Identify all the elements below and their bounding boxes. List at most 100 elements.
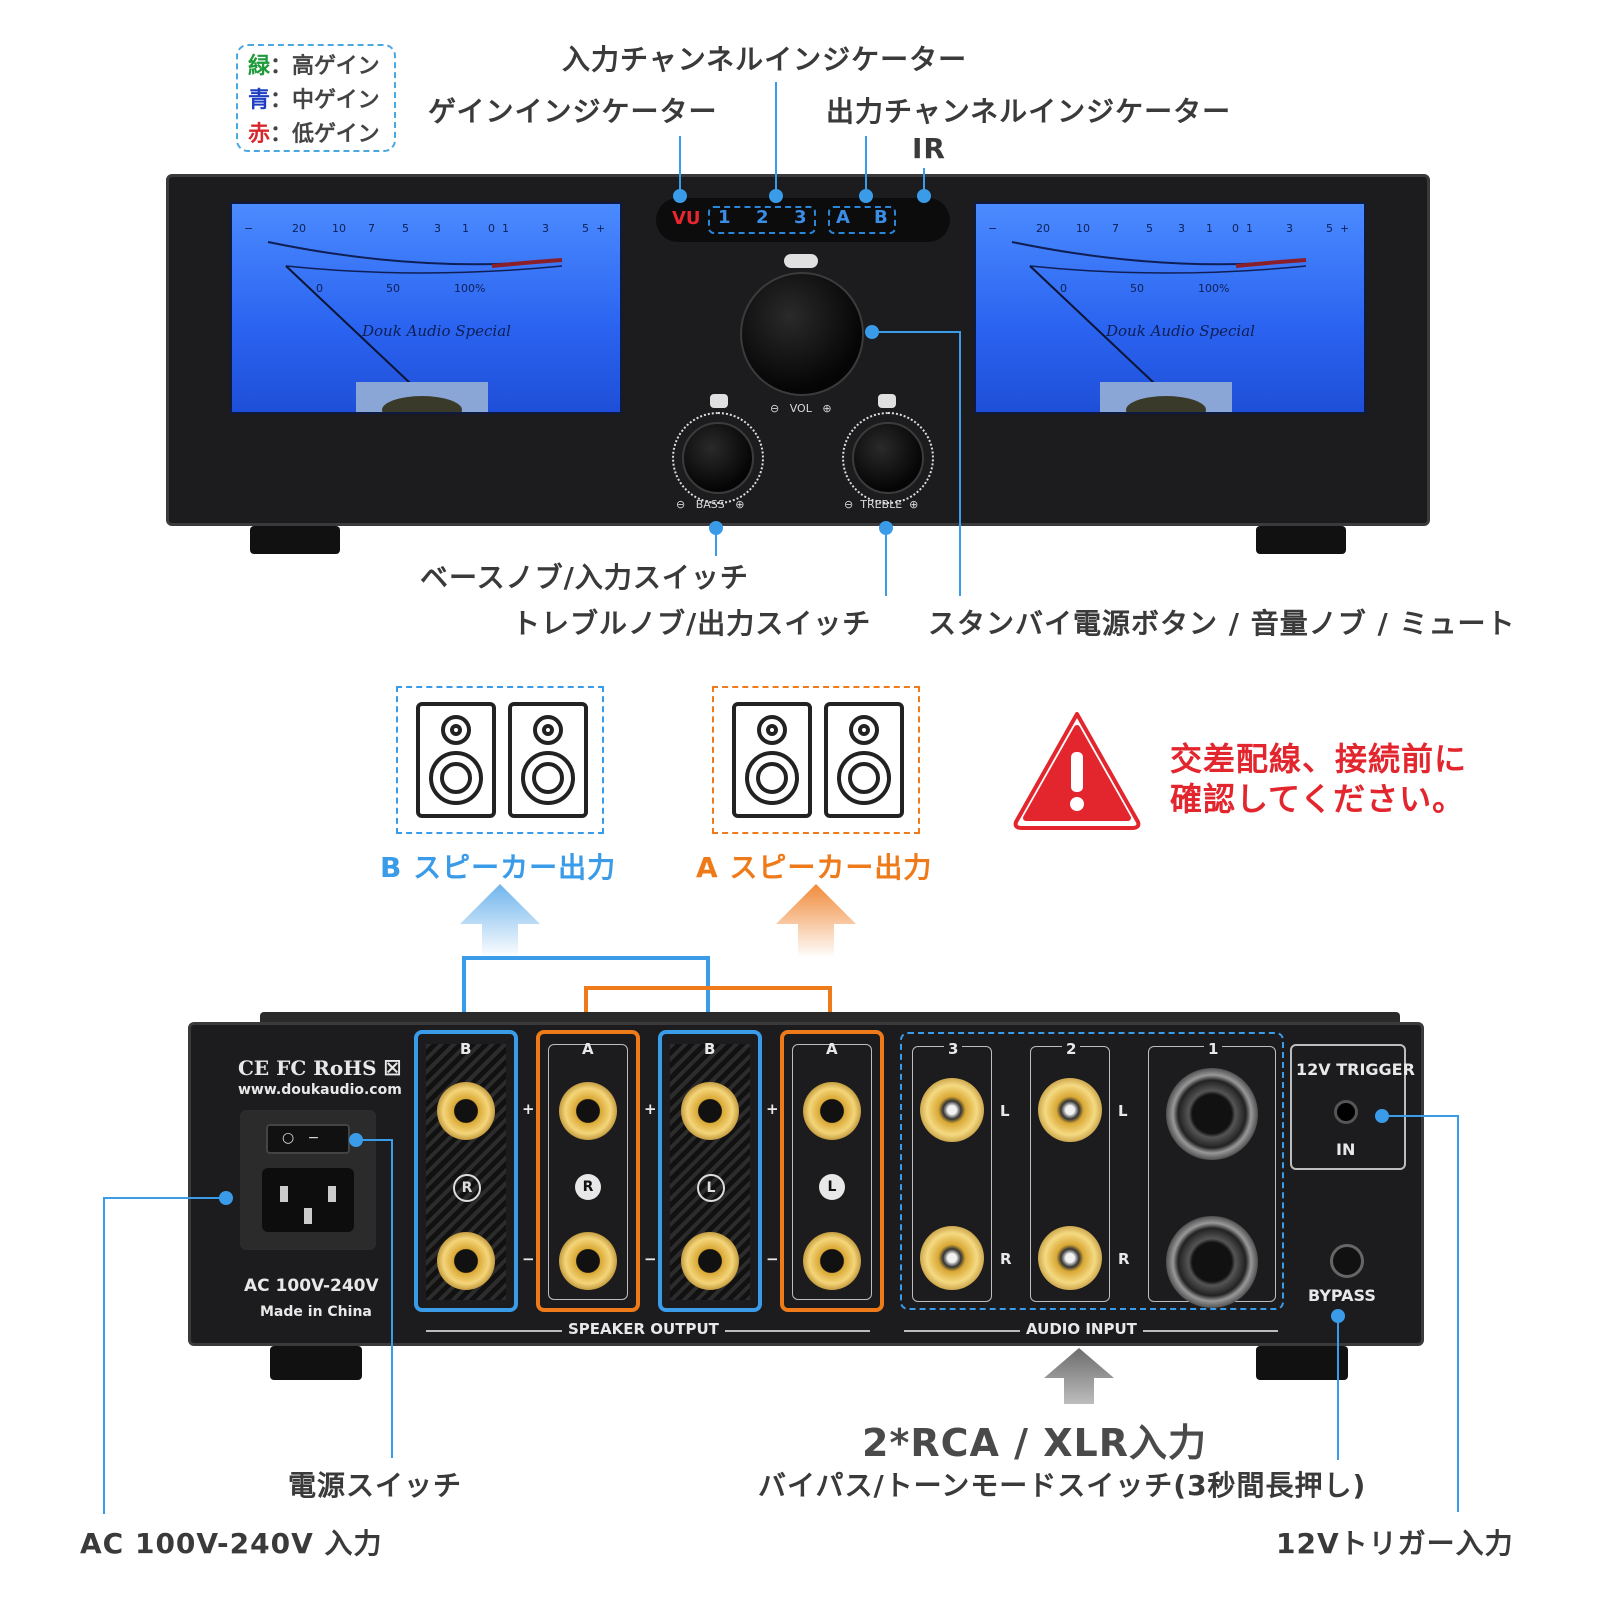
xlr-input-1-r[interactable] — [1166, 1216, 1258, 1308]
bypass-button[interactable] — [1330, 1244, 1364, 1278]
channel-mark-l-a: L — [819, 1174, 845, 1200]
terminal-a-l-frame — [780, 1030, 884, 1312]
callout-treble: トレブルノブ/出力スイッチ — [512, 607, 872, 640]
bass-knob[interactable] — [682, 422, 754, 494]
input-indicator-1: 1 — [718, 207, 731, 228]
iec-pin-right — [328, 1186, 336, 1202]
channel-mark-r-a: R — [575, 1174, 601, 1200]
warning-icon — [1013, 712, 1141, 830]
callout-bass: ベースノブ/入力スイッチ — [420, 561, 749, 594]
rca-input-3-r[interactable] — [920, 1226, 984, 1290]
vu-indicator: VU — [672, 208, 701, 229]
callout-trigger: 12Vトリガー入力 — [1276, 1527, 1514, 1560]
arrow-up-b-icon — [460, 884, 540, 958]
meter-brand-left: Douk Audio Special — [362, 322, 511, 340]
bass-knob-ring — [672, 412, 764, 504]
meter-brand-right: Douk Audio Special — [1106, 322, 1255, 340]
callout-output-channel: 出力チャンネルインジケーター — [826, 95, 1232, 128]
callout-bypass: バイパス/トーンモードスイッチ(3秒間長押し) — [758, 1469, 1367, 1502]
vu-meter-left: − 20 10 7 5 3 1 0 1 3 5 + 0 50 100% Douk… — [230, 202, 622, 414]
polarity-minus-1: − — [522, 1250, 535, 1268]
callout-gain: ゲインインジケーター — [428, 95, 718, 128]
treble-label: ⊖ TREBLE ⊕ — [844, 498, 919, 511]
front-foot-right — [1256, 526, 1346, 554]
bass-label: ⊖ BASS ⊕ — [676, 498, 745, 511]
arrow-up-a-icon — [776, 884, 856, 958]
vol-label: ⊖ VOL ⊕ — [770, 402, 832, 415]
rca-input-2-l[interactable] — [1038, 1078, 1102, 1142]
polarity-minus-3: − — [766, 1250, 779, 1268]
output-indicator-group — [828, 206, 896, 234]
legend-red: 赤：低ゲイン — [248, 122, 380, 147]
made-in-label: Made in China — [260, 1304, 372, 1320]
output-indicator-a: A — [836, 207, 850, 228]
rca-input-3-l[interactable] — [920, 1078, 984, 1142]
front-leader-lines — [673, 82, 961, 596]
speaker-output-label: SPEAKER OUTPUT — [562, 1320, 725, 1338]
rear-foot-right — [1256, 1346, 1348, 1380]
website: www.doukaudio.com — [238, 1082, 402, 1098]
terminal-b-r-frame — [414, 1030, 518, 1312]
arrow-up-input-icon — [1044, 1348, 1114, 1404]
input-3-l-label: L — [1000, 1102, 1010, 1120]
iec-pin-ground — [304, 1208, 312, 1224]
warning-line-2: 確認してください。 — [1170, 780, 1466, 818]
volume-knob[interactable] — [740, 272, 864, 396]
vu-meter-right: − 20 10 7 5 3 1 0 1 3 5 + 0 50 100% Douk… — [974, 202, 1366, 414]
terminal-label-b-l: B — [704, 1040, 716, 1058]
terminal-a-r-panel — [548, 1044, 628, 1300]
trigger-panel — [1290, 1044, 1406, 1170]
polarity-plus-2: + — [644, 1100, 657, 1118]
power-switch-symbols: ○ − — [282, 1130, 320, 1146]
speaker-a-label: A スピーカー出力 — [696, 851, 933, 884]
meter-needle-left — [267, 241, 563, 412]
xlr-input-1-l[interactable] — [1166, 1068, 1258, 1160]
output-indicator-b: B — [874, 207, 888, 228]
binding-post-b-l-minus[interactable] — [681, 1232, 739, 1290]
input-indicator-3: 3 — [794, 207, 807, 228]
channel-mark-r-b: R — [453, 1174, 481, 1202]
indicator-strip — [656, 198, 950, 242]
callout-power-switch: 電源スイッチ — [288, 1469, 463, 1502]
binding-post-b-r-minus[interactable] — [437, 1232, 495, 1290]
callout-inputs: 2*RCA / XLR入力 — [862, 1421, 1207, 1465]
trigger-label: 12V TRIGGER — [1296, 1060, 1415, 1079]
binding-post-b-l-plus[interactable] — [681, 1082, 739, 1140]
legend-blue: 青：中ゲイン — [248, 88, 380, 113]
binding-post-a-r-plus[interactable] — [559, 1082, 617, 1140]
terminal-a-l-panel — [792, 1044, 872, 1300]
treble-knob[interactable] — [852, 422, 924, 494]
speaker-b-frame — [396, 686, 604, 834]
bypass-label: BYPASS — [1308, 1286, 1376, 1305]
trigger-jack[interactable] — [1334, 1100, 1358, 1124]
rear-ac-label: AC 100V-240V — [244, 1276, 379, 1296]
callout-ac-input: AC 100V-240V 入力 — [80, 1527, 383, 1560]
polarity-minus-2: − — [644, 1250, 657, 1268]
binding-post-b-r-plus[interactable] — [437, 1082, 495, 1140]
rca-input-2-r[interactable] — [1038, 1226, 1102, 1290]
power-switch[interactable] — [266, 1124, 350, 1154]
binding-post-a-l-minus[interactable] — [803, 1232, 861, 1290]
input-number-3: 3 — [944, 1040, 963, 1058]
gain-color-legend: 緑：高ゲイン 青：中ゲイン 赤：低ゲイン — [236, 44, 396, 152]
input-number-1: 1 — [1204, 1040, 1223, 1058]
iec-pin-left — [280, 1186, 288, 1202]
callout-input-channel: 入力チャンネルインジケーター — [562, 43, 968, 76]
speaker-a-icon — [732, 702, 904, 818]
speaker-b-label: B スピーカー出力 — [380, 851, 617, 884]
polarity-plus-1: + — [522, 1100, 535, 1118]
speaker-wiring — [462, 956, 832, 1026]
meter-needle-right — [1011, 241, 1307, 412]
input-2-l-label: L — [1118, 1102, 1128, 1120]
callout-volume: スタンバイ電源ボタン / 音量ノブ / ミュート — [928, 607, 1516, 640]
input-switch-icon — [710, 394, 728, 408]
terminal-label-b-r: B — [460, 1040, 472, 1058]
terminal-a-r-frame — [536, 1030, 640, 1312]
binding-post-a-l-plus[interactable] — [803, 1082, 861, 1140]
warning-line-1: 交差配線、接続前に — [1170, 740, 1468, 778]
terminal-b-l-frame — [658, 1030, 762, 1312]
legend-green: 緑：高ゲイン — [248, 54, 380, 79]
channel-mark-l-b: L — [697, 1174, 725, 1202]
rear-leader-lines — [103, 1109, 1459, 1514]
binding-post-a-r-minus[interactable] — [559, 1232, 617, 1290]
